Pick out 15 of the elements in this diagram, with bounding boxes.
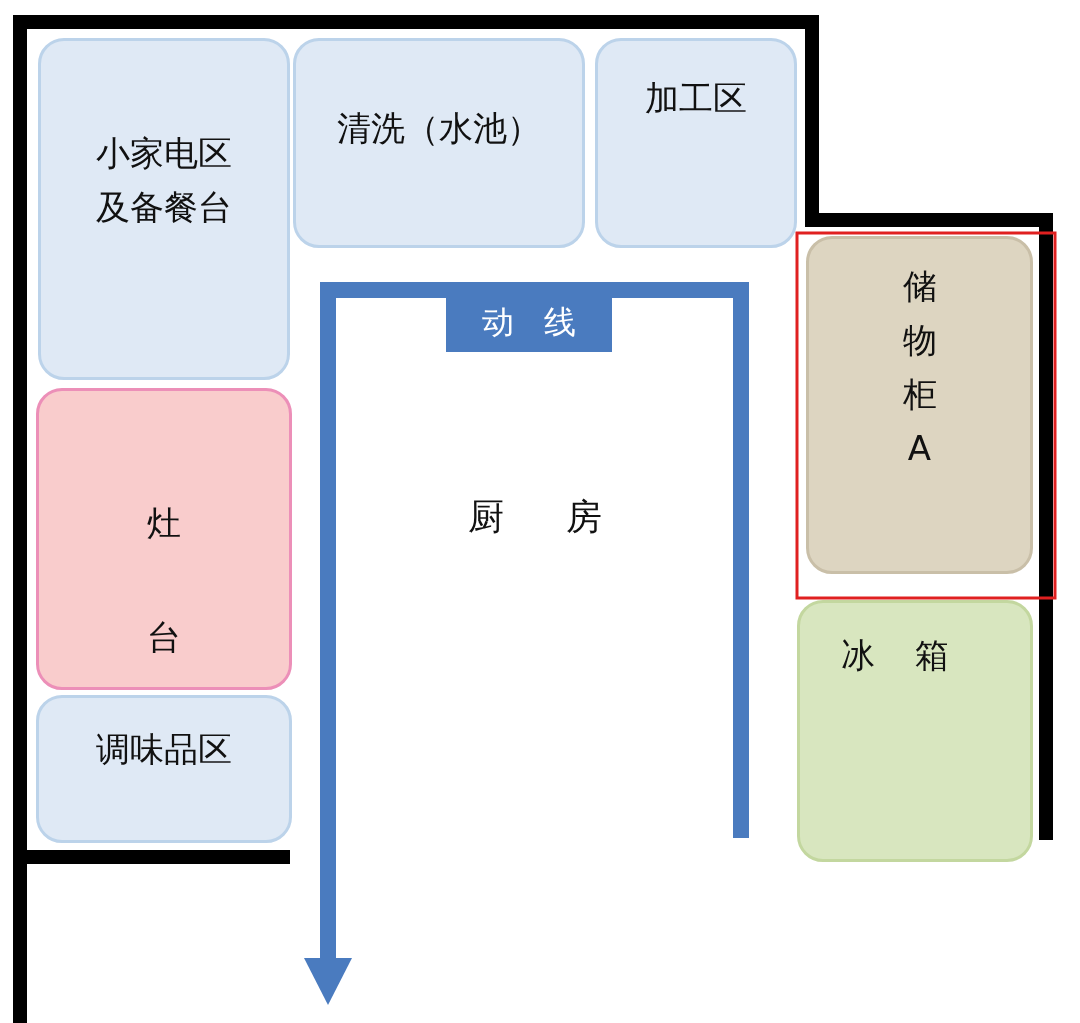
prep-area: [595, 38, 797, 248]
zone-label: 加工区: [644, 77, 748, 120]
room-label: 厨房: [468, 495, 664, 539]
appliance-prep-counter: [38, 38, 290, 380]
zone-label: 清洗（水池）: [336, 107, 542, 150]
zone-label: 冰箱: [840, 634, 990, 677]
zone-label: 小家电区及备餐台: [95, 132, 233, 229]
seasoning-area: [36, 695, 292, 843]
stove-counter: [36, 388, 292, 690]
storage-cabinet: [806, 236, 1033, 574]
refrigerator: [797, 600, 1033, 862]
zone-label: 储物柜A: [901, 265, 938, 470]
zone-label: 调味品区: [95, 728, 233, 771]
sink-area: [293, 38, 585, 248]
zone-label: 灶台: [146, 502, 182, 659]
